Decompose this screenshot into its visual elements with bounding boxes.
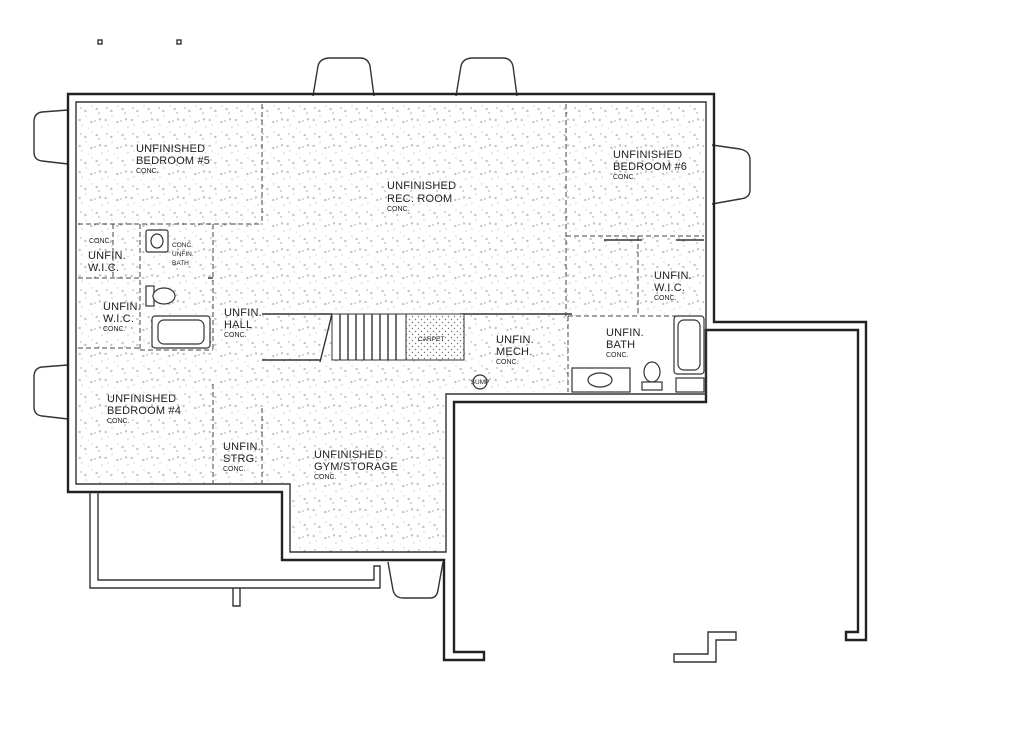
room-name: BATH — [606, 339, 635, 351]
floor-finish: CONC. — [136, 168, 159, 175]
foundation-inner-wall — [75, 101, 707, 553]
room-name: UNFIN. — [103, 301, 141, 313]
room-name: STRG. — [223, 453, 258, 465]
floor-finish: CONC. — [654, 295, 677, 302]
room-mech: UNFIN. MECH. CONC. — [496, 334, 534, 366]
floor-finish: CONC. — [89, 238, 112, 245]
toilet-bowl — [643, 361, 661, 383]
foundation-outer-wall — [66, 92, 868, 662]
porch-post — [232, 588, 241, 607]
floor-finish: CONC. — [606, 352, 629, 359]
room-name: UNFIN. — [654, 270, 692, 282]
room-name: MECH. — [496, 346, 532, 358]
floor-finish: CONC. — [172, 242, 193, 249]
sump-label: SUMP — [471, 379, 490, 386]
sump-pit — [472, 374, 488, 390]
door-headers — [208, 239, 704, 361]
room-name: BEDROOM #4 — [107, 405, 181, 417]
floor-finish: CONC. — [224, 332, 247, 339]
room-name: UNFIN. — [224, 307, 262, 319]
floor-finish: CONC. — [107, 418, 130, 425]
grid-mark — [176, 39, 182, 45]
sink — [587, 372, 613, 388]
room-gym-storage: UNFINISHED GYM/STORAGE CONC. — [314, 449, 398, 481]
toilet-bowl — [152, 287, 176, 305]
room-wic-left-top: CONC. UNFIN. W.I.C. — [88, 238, 126, 274]
room-name: UNFINISHED — [136, 143, 205, 155]
room-name: W.I.C. — [654, 282, 685, 294]
stair-carpet-label: CARPET — [418, 336, 444, 343]
room-hall: UNFIN. HALL CONC. — [224, 307, 262, 339]
room-name: UNFIN. — [172, 251, 194, 258]
room-name: REC. ROOM — [387, 193, 452, 205]
toilet-tank — [641, 381, 663, 391]
room-name: BATH — [172, 260, 189, 267]
garage-step — [673, 631, 737, 663]
room-name: UNFINISHED — [314, 449, 383, 461]
stairway — [319, 313, 465, 363]
room-name: UNFIN. — [606, 327, 644, 339]
window-wells — [33, 57, 751, 599]
room-bath-left: CONC. UNFIN. BATH — [172, 242, 194, 267]
room-bedroom-5: UNFINISHED BEDROOM #5 CONC. — [136, 143, 210, 175]
floor-finish: CONC. — [314, 474, 337, 481]
room-name: HALL — [224, 319, 252, 331]
room-name: BEDROOM #5 — [136, 155, 210, 167]
floor-finish: CONC. — [613, 174, 636, 181]
room-name: UNFINISHED — [107, 393, 176, 405]
room-name: UNFINISHED — [387, 180, 456, 192]
room-name: UNFINISHED — [613, 149, 682, 161]
room-name: W.I.C. — [88, 262, 119, 274]
room-bath-right: UNFIN. BATH CONC. — [606, 327, 644, 359]
room-name: W.I.C. — [103, 313, 134, 325]
room-bedroom-4: UNFINISHED BEDROOM #4 CONC. — [107, 393, 181, 425]
interior-partitions — [78, 104, 704, 483]
floor-finish: CONC. — [103, 326, 126, 333]
room-name: GYM/STORAGE — [314, 461, 398, 473]
floor-finish: CONC. — [496, 359, 519, 366]
room-rec-room: UNFINISHED REC. ROOM CONC. — [387, 180, 456, 213]
right-bath-fixtures — [571, 315, 705, 393]
room-bedroom-6: UNFINISHED BEDROOM #6 CONC. — [613, 149, 687, 181]
left-bath-fixtures — [145, 229, 211, 349]
room-name: UNFIN. — [88, 250, 126, 262]
room-wic-right: UNFIN. W.I.C. CONC. — [654, 270, 692, 302]
room-wic-left-bottom: UNFIN. W.I.C. CONC. — [103, 301, 141, 333]
porch-outline — [89, 492, 381, 589]
room-storage: UNFIN. STRG. CONC. — [223, 441, 261, 473]
linen-cabinet — [675, 377, 705, 393]
room-name: UNFIN. — [223, 441, 261, 453]
grid-mark — [97, 39, 103, 45]
room-name: UNFIN. — [496, 334, 534, 346]
floor-finish: CONC. — [223, 466, 246, 473]
floor-finish: CONC. — [387, 206, 410, 213]
carpet-landing — [405, 313, 465, 361]
room-name: BEDROOM #6 — [613, 161, 687, 173]
